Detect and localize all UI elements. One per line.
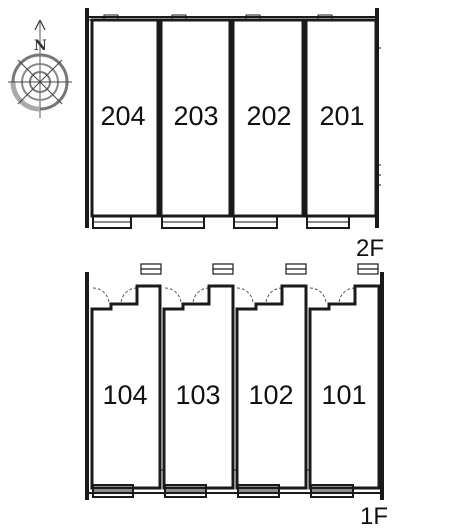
unit-204[interactable] (90, 18, 160, 229)
unit-label-204: 204 (100, 101, 145, 131)
unit-202[interactable] (231, 18, 305, 229)
floor-1f (85, 272, 384, 500)
unit-label-102: 102 (248, 380, 293, 410)
unit-label-203: 203 (173, 101, 218, 131)
unit-203[interactable] (159, 18, 232, 229)
door-swings-1f (92, 287, 356, 305)
floor-label-1f: 1F (360, 503, 388, 530)
unit-201[interactable] (304, 18, 378, 229)
unit-103[interactable] (162, 284, 235, 498)
unit-label-201: 201 (319, 101, 364, 131)
entrance-fittings-1f (140, 263, 379, 275)
wall-ticks-2f (377, 47, 381, 186)
unit-102[interactable] (235, 284, 308, 498)
unit-104[interactable] (90, 284, 162, 498)
compass-rose-icon (8, 19, 72, 118)
unit-label-104: 104 (102, 380, 147, 410)
unit-label-103: 103 (175, 380, 220, 410)
unit-label-101: 101 (321, 380, 366, 410)
unit-label-202: 202 (246, 101, 291, 131)
floor-label-2f: 2F (356, 235, 384, 262)
compass-north-label: N (34, 38, 47, 54)
unit-101[interactable] (308, 284, 381, 498)
wall-ticks-1f (160, 454, 382, 471)
